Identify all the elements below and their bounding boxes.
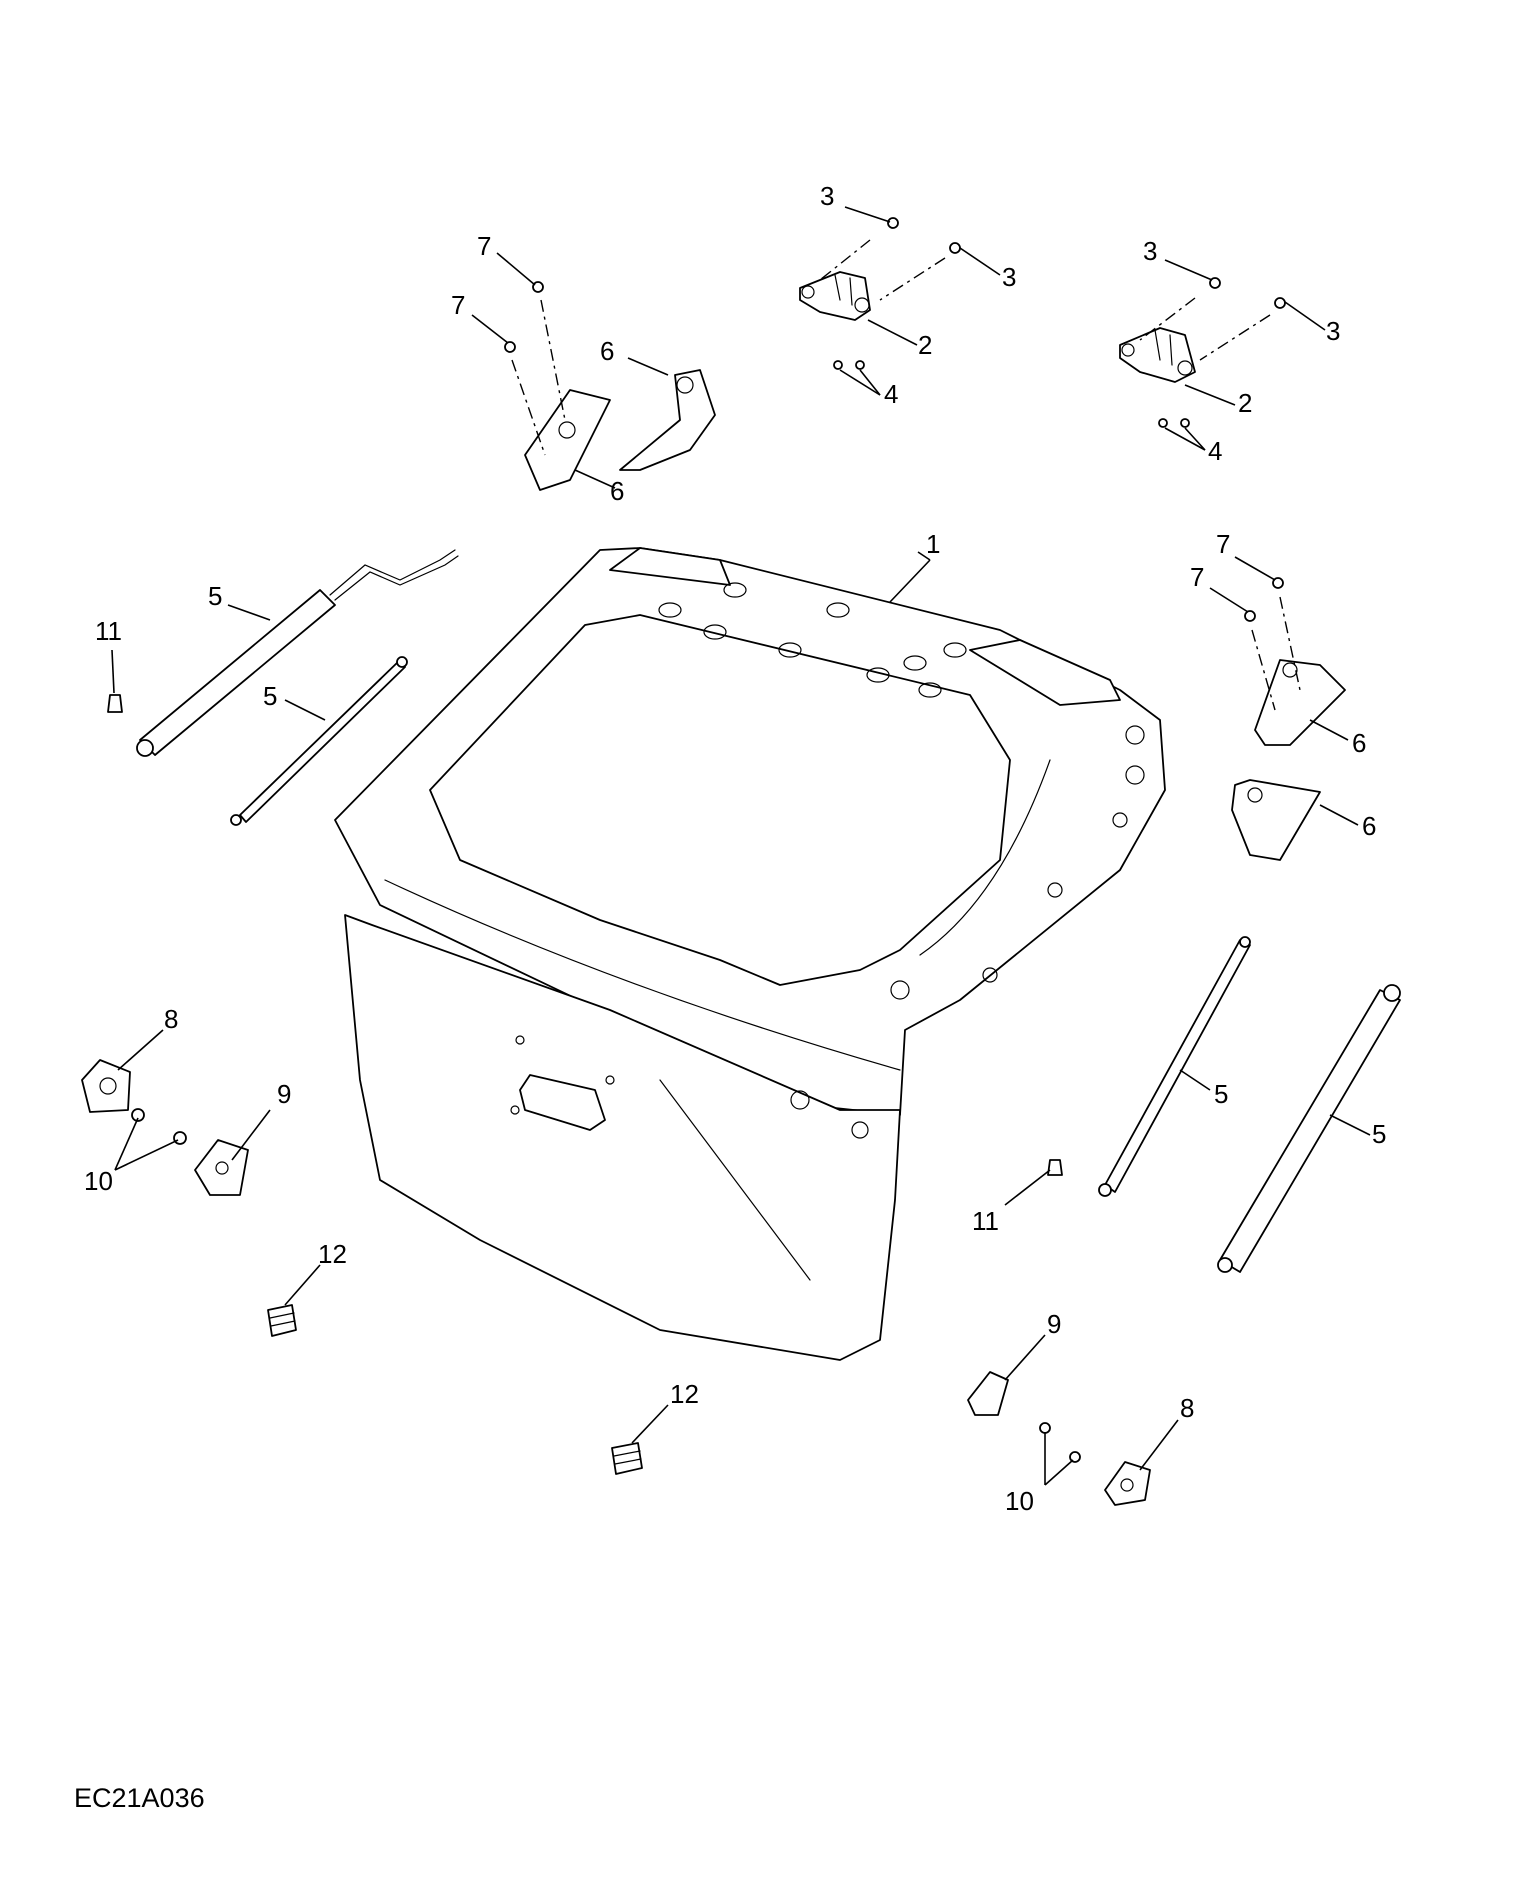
callout-3: 3 — [1002, 262, 1016, 292]
callout-12: 12 — [670, 1379, 699, 1409]
callout-8: 8 — [1180, 1393, 1194, 1423]
callout-2: 2 — [918, 330, 932, 360]
bolt-icons — [887, 217, 1286, 309]
callout-3: 3 — [1326, 316, 1340, 346]
fastener-10-icons — [131, 1108, 1081, 1463]
callout-7: 7 — [1190, 562, 1204, 592]
callout-12: 12 — [318, 1239, 347, 1269]
bumper-8-right — [1104, 1461, 1151, 1506]
callout-7: 7 — [477, 231, 491, 261]
leader-lines — [111, 206, 1371, 1486]
gas-strut-right — [1098, 936, 1251, 1197]
callout-6: 6 — [600, 336, 614, 366]
callout-5: 5 — [1214, 1079, 1228, 1109]
callout-10: 10 — [1005, 1486, 1034, 1516]
callout-11: 11 — [972, 1206, 999, 1236]
callout-3: 3 — [1143, 236, 1157, 266]
callout-8: 8 — [164, 1004, 178, 1034]
callout-6: 6 — [610, 476, 624, 506]
grommet-12-left — [267, 1304, 297, 1337]
callout-4: 4 — [884, 379, 898, 409]
nut-icons — [833, 360, 1190, 428]
hinge-left — [799, 271, 871, 321]
gas-strut-right-powered — [1217, 984, 1401, 1273]
callout-9: 9 — [277, 1079, 291, 1109]
gas-strut-upper-left-powered — [136, 549, 459, 757]
callout-labels: 1 2 2 3 3 3 3 4 4 5 5 5 5 6 6 6 6 7 7 7 … — [84, 181, 1386, 1516]
buffer-9-left — [194, 1139, 249, 1196]
diagram-code: EC21A036 — [74, 1783, 205, 1813]
callout-4: 4 — [1208, 436, 1222, 466]
callout-2: 2 — [1238, 388, 1252, 418]
callout-11: 11 — [95, 616, 122, 646]
callout-9: 9 — [1047, 1309, 1061, 1339]
hinge-right — [1119, 327, 1196, 383]
callout-6: 6 — [1352, 728, 1366, 758]
clip-11-icons — [107, 694, 1063, 1176]
bracket-upper-middle — [619, 369, 716, 471]
bumper-8-left — [81, 1059, 131, 1113]
callout-1: 1 — [926, 529, 940, 559]
grommet-12-right — [611, 1442, 643, 1475]
tailgate-panel — [334, 547, 1166, 1361]
bracket-right-upper — [1254, 659, 1346, 746]
callout-7: 7 — [1216, 529, 1230, 559]
callout-5: 5 — [263, 681, 277, 711]
callout-6: 6 — [1362, 811, 1376, 841]
screw-icons — [504, 281, 1284, 622]
callout-5: 5 — [208, 581, 222, 611]
callout-3: 3 — [820, 181, 834, 211]
buffer-9-right — [967, 1371, 1009, 1416]
callout-10: 10 — [84, 1166, 113, 1196]
callout-5: 5 — [1372, 1119, 1386, 1149]
bracket-right-lower — [1231, 779, 1321, 861]
callout-7: 7 — [451, 290, 465, 320]
bracket-upper-left — [524, 389, 611, 491]
gas-strut-upper-left — [230, 656, 408, 826]
